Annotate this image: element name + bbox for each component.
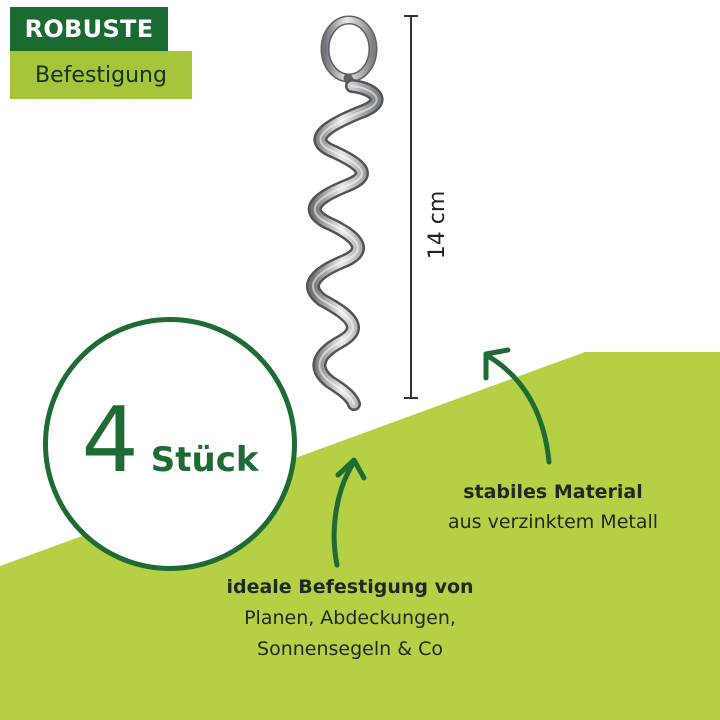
material-description: aus verzinktem Metall: [447, 511, 659, 533]
use-callout: ideale Befestigung von Planen, Abdeckung…: [190, 572, 510, 665]
robuste-tag: ROBUSTE: [10, 7, 168, 51]
curved-arrow-icon: [483, 347, 552, 465]
dimension-label: 14 cm: [425, 190, 450, 260]
curved-arrow-icon: [331, 457, 367, 568]
quantity-text: 4 Stück: [82, 396, 259, 486]
quantity-badge: 4 Stück: [43, 317, 297, 571]
material-title: stabiles Material: [463, 481, 643, 503]
dimension-line-icon: [404, 15, 418, 399]
use-line-2: Sonnensegeln & Co: [257, 638, 443, 660]
quantity-number: 4: [81, 388, 139, 493]
green-wedge-background: [0, 352, 720, 720]
spiral-ground-anchor-image: [306, 15, 384, 411]
material-callout: stabiles Material aus verzinktem Metall: [408, 477, 698, 537]
quantity-unit: Stück: [150, 440, 259, 480]
use-line-1: Planen, Abdeckungen,: [244, 607, 456, 629]
befestigung-tag: Befestigung: [10, 51, 192, 99]
use-title: ideale Befestigung von: [226, 576, 474, 598]
